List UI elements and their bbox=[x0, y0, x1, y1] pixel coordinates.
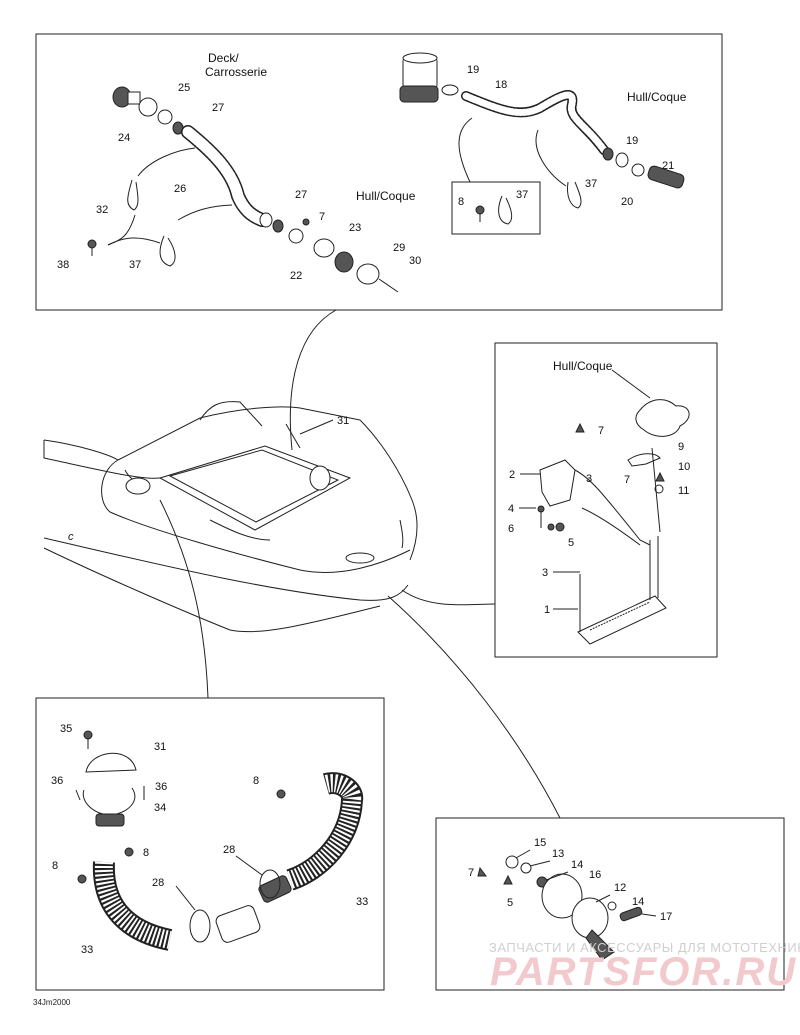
label-34: 34 bbox=[154, 802, 166, 814]
label-36a: 36 bbox=[51, 775, 63, 787]
label-11: 11 bbox=[678, 485, 689, 497]
cover-icon bbox=[635, 399, 690, 437]
label-37a: 37 bbox=[129, 259, 141, 271]
label-35: 35 bbox=[60, 723, 72, 735]
label-30: 30 bbox=[409, 255, 421, 267]
label-20: 20 bbox=[621, 196, 633, 208]
clamp-icon bbox=[127, 179, 176, 267]
label-19b: 19 bbox=[626, 135, 638, 147]
fitting-icon bbox=[215, 875, 292, 943]
label-16: 16 bbox=[589, 869, 601, 881]
caption-hull-coque-top: Hull/Coque bbox=[356, 189, 416, 203]
deck-fitting-assembly bbox=[112, 86, 184, 135]
caption-deck: Deck/ bbox=[208, 51, 239, 65]
panel-mid-right-frame bbox=[494, 342, 718, 658]
label-4: 4 bbox=[508, 503, 514, 515]
label-28a: 28 bbox=[223, 844, 235, 856]
label-23: 23 bbox=[349, 222, 361, 234]
vent-cover-assembly bbox=[82, 730, 137, 827]
label-33a: 33 bbox=[356, 896, 368, 908]
label-7a: 7 bbox=[319, 211, 325, 223]
outlet-fitting-assembly bbox=[602, 147, 685, 189]
label-10: 10 bbox=[678, 461, 690, 473]
hull-fitting-assembly bbox=[259, 212, 399, 293]
label-26: 26 bbox=[174, 183, 186, 195]
panel-bottom-left-frame bbox=[35, 697, 385, 991]
caption-carrosserie: Carrosserie bbox=[205, 65, 267, 79]
label-18: 18 bbox=[495, 79, 507, 91]
caption-hull-coque-right: Hull/Coque bbox=[627, 90, 687, 104]
svg-text:c: c bbox=[68, 531, 74, 543]
label-24: 24 bbox=[118, 132, 130, 144]
label-3-mid-a: 3 bbox=[586, 473, 592, 485]
label-7-mid-b: 7 bbox=[624, 474, 630, 486]
label-22: 22 bbox=[290, 270, 302, 282]
label-27b: 27 bbox=[295, 189, 307, 201]
label-8-bl-b: 8 bbox=[143, 847, 149, 859]
label-15: 15 bbox=[534, 837, 546, 849]
label-7-mid-a: 7 bbox=[598, 425, 604, 437]
hose-icon bbox=[92, 772, 364, 951]
label-3-mid-b: 3 bbox=[542, 567, 548, 579]
drain-plug-assembly bbox=[477, 855, 643, 961]
label-17: 17 bbox=[660, 911, 672, 923]
screw-icon bbox=[77, 789, 286, 884]
watermark-logo: PARTSFOR.RU bbox=[490, 950, 798, 994]
label-36b: 36 bbox=[155, 781, 167, 793]
screw-icon bbox=[537, 422, 665, 532]
watercraft-hull-icon: c bbox=[43, 401, 418, 633]
label-8-bl-c: 8 bbox=[253, 775, 259, 787]
hose-icon bbox=[181, 125, 269, 227]
label-32: 32 bbox=[96, 204, 108, 216]
label-13: 13 bbox=[552, 848, 564, 860]
label-28b: 28 bbox=[152, 877, 164, 889]
label-14b: 14 bbox=[632, 896, 644, 908]
panel-top-right-inset bbox=[451, 181, 541, 235]
label-38: 38 bbox=[57, 259, 69, 271]
label-5-br: 5 bbox=[507, 897, 513, 909]
caption-hull-coque-mid: Hull/Coque bbox=[553, 359, 613, 373]
label-6: 6 bbox=[508, 523, 514, 535]
label-33b: 33 bbox=[81, 944, 93, 956]
label-9: 9 bbox=[678, 441, 684, 453]
label-25: 25 bbox=[178, 82, 190, 94]
label-1: 1 bbox=[544, 604, 550, 616]
panel-bottom-right-frame bbox=[435, 817, 785, 991]
label-31-bl: 31 bbox=[154, 741, 166, 753]
label-19a: 19 bbox=[467, 64, 479, 76]
panel-top-frame bbox=[35, 33, 723, 311]
label-2: 2 bbox=[509, 469, 515, 481]
label-37-inset: 37 bbox=[516, 189, 528, 201]
label-8-bl-a: 8 bbox=[52, 860, 58, 872]
clamp-icon bbox=[189, 869, 281, 943]
watermark-tagline: ЗАПЧАСТИ И АКСЕССУАРЫ ДЛЯ МОТОТЕХНИКИ bbox=[489, 940, 800, 955]
label-29: 29 bbox=[393, 242, 405, 254]
label-12: 12 bbox=[614, 882, 626, 894]
screw-icon bbox=[87, 218, 310, 256]
drawing-code: 34Jm2000 bbox=[33, 998, 71, 1007]
label-37b: 37 bbox=[585, 178, 597, 190]
grille-icon bbox=[577, 536, 667, 645]
label-21: 21 bbox=[662, 160, 674, 172]
label-31-main: 31 bbox=[337, 415, 349, 427]
bilge-pump-icon bbox=[399, 52, 459, 103]
hose-icon bbox=[461, 90, 609, 155]
label-14a: 14 bbox=[571, 859, 583, 871]
label-7-br: 7 bbox=[468, 867, 474, 879]
label-5-mid: 5 bbox=[568, 537, 574, 549]
label-8-inset: 8 bbox=[458, 196, 464, 208]
label-27a: 27 bbox=[212, 102, 224, 114]
bracket-icon bbox=[539, 453, 661, 546]
